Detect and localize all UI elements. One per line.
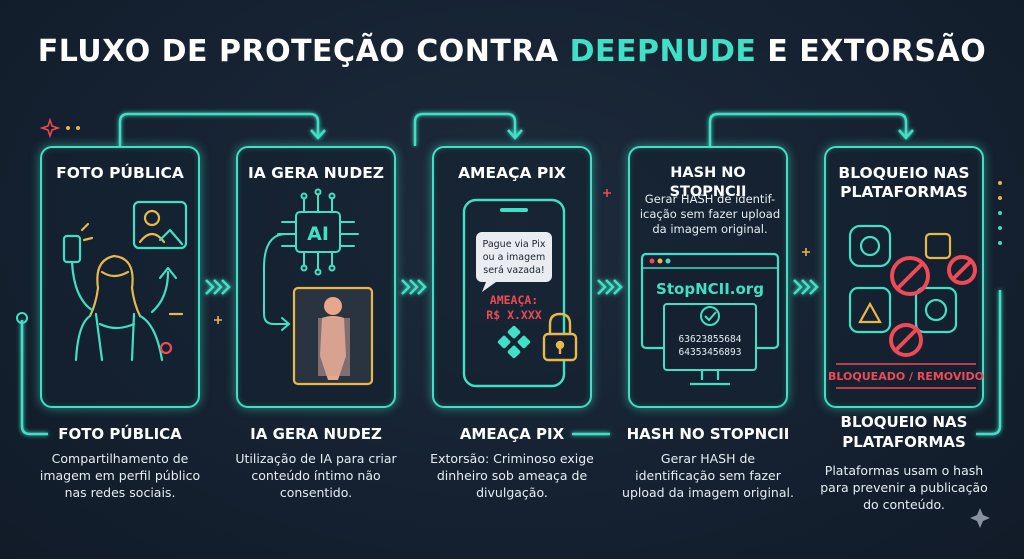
- caption-desc-4: Gerar HASH de identificação sem fazer up…: [622, 451, 794, 500]
- censor-blur: [318, 318, 350, 376]
- top-arrow-3-4: [413, 112, 517, 146]
- top-arrow-1-2: [118, 112, 320, 146]
- chip-label: AI: [307, 223, 329, 245]
- caption-title-4: HASH NO STOPNCII: [626, 425, 790, 443]
- card-title: HASH NO STOPNCII: [669, 165, 747, 200]
- triangle-tile: [848, 286, 892, 334]
- step-card-bloqueio: BLOQUEIO NAS PLATAFORMAS BLOQUEADO / REM…: [824, 146, 984, 408]
- caption-desc-5: Plataformas usam o hash para prevenir a …: [820, 463, 988, 512]
- title-highlight: DEEPNUDE: [569, 34, 757, 69]
- step-card-foto-publica: FOTO PÚBLICA: [40, 146, 200, 408]
- step-card-hash-stopncii: HASH NO STOPNCII Gerar HASH de identif-i…: [628, 146, 788, 408]
- message-bubble: [476, 232, 552, 282]
- step-card-ia-gera-nudez: IA GERA NUDEZ AI: [236, 146, 396, 408]
- top-arrowhead-1: [310, 129, 326, 140]
- top-arrowhead-2: [507, 129, 523, 140]
- caption-desc-1: Compartilhamento de imagem em perfil púb…: [39, 451, 201, 500]
- phone-icon: [62, 234, 82, 264]
- instagram-icon: [848, 224, 892, 268]
- chevrons-1-2: [205, 279, 231, 295]
- bubble-line-3: será vazada!: [483, 265, 544, 276]
- card-title: FOTO PÚBLICA: [56, 164, 184, 182]
- sparkle-decorations: [39, 117, 1002, 528]
- whatsapp-tile: [914, 286, 958, 334]
- card-title-line-2: PLATAFORMAS: [840, 183, 968, 201]
- bottom-wire-right: [976, 290, 1002, 436]
- threat-line-1: AMEAÇA:: [490, 293, 538, 307]
- card-title: AMEAÇA PIX: [458, 164, 566, 182]
- hash-line-2: 64353456893: [679, 347, 742, 358]
- card-title-line-1: BLOQUEIO NAS: [838, 164, 970, 182]
- top-arrowhead-3: [898, 129, 914, 140]
- heart-dot: [159, 341, 173, 355]
- title-part-1: FLUXO DE PROTEÇÃO CONTRA: [37, 34, 570, 69]
- bubble-line-2: ou a imagem: [483, 252, 546, 263]
- page-title: FLUXO DE PROTEÇÃO CONTRA DEEPNUDE E EXTO…: [0, 34, 1024, 69]
- caption-title-3: AMEAÇA PIX: [459, 425, 565, 443]
- pix-icon: [497, 325, 531, 359]
- card-title: BLOQUEIO NAS PLATAFORMAS: [826, 164, 982, 202]
- caption-desc-3: Extorsão: Criminoso exige dinheiro sob a…: [430, 451, 594, 500]
- monitor-illustration: StopNCII.org 63623855684 64353456893: [640, 252, 780, 386]
- title-part-2: E EXTORSÃO: [756, 34, 987, 69]
- card-description: Gerar HASH de identif-icação sem fazer u…: [639, 192, 781, 236]
- caption-title-5-line-1: BLOQUEIO NAS: [840, 413, 968, 431]
- block-icons: [889, 255, 977, 357]
- woman-figure: [88, 254, 142, 318]
- whatsapp-icon: [924, 298, 948, 322]
- ai-chip-illustration: AI: [263, 188, 374, 386]
- caption-title-1: FOTO PÚBLICA: [58, 425, 182, 443]
- blocked-label: BLOQUEADO / REMOVIDO: [828, 370, 984, 383]
- blocked-platforms-illustration: BLOQUEADO / REMOVIDO: [828, 224, 984, 389]
- caption-desc-2: Utilização de IA para criar conteúdo ínt…: [235, 451, 397, 500]
- caption-title-2: IA GERA NUDEZ: [250, 425, 382, 443]
- step-card-ameaca-pix: AMEAÇA PIX Pague via Pix ou a imagem ser…: [432, 146, 592, 408]
- flow-arrow: [263, 233, 291, 331]
- check-icon: [700, 306, 720, 326]
- lock-icon: [542, 312, 578, 362]
- chevrons-4-5: [793, 279, 819, 295]
- photo-icon: [132, 200, 188, 250]
- site-name: StopNCII.org: [656, 280, 764, 298]
- caption-title-5: BLOQUEIO NAS PLATAFORMAS: [814, 412, 994, 452]
- threat-line-2: R$ X.XXX: [486, 308, 541, 322]
- bottom-wire-left: [20, 320, 48, 436]
- card-title: IA GERA NUDEZ: [247, 164, 385, 182]
- square-icon: [924, 232, 952, 260]
- chevrons-2-3: [401, 279, 427, 295]
- selfie-illustration: [62, 200, 188, 362]
- top-arrow-4-5: [708, 112, 908, 146]
- monitor-screen: [663, 303, 757, 371]
- phone-frame: [462, 198, 566, 388]
- caption-title-5-line-2: PLATAFORMAS: [842, 433, 966, 451]
- wire-node-left: [16, 312, 28, 324]
- phone-threat-illustration: Pague via Pix ou a imagem será vazada! A…: [462, 198, 578, 388]
- hash-line-1: 63623855684: [679, 334, 742, 345]
- chevrons-3-4: [597, 279, 623, 295]
- share-arrow-icon: [150, 266, 178, 314]
- bubble-line-1: Pague via Pix: [483, 239, 546, 250]
